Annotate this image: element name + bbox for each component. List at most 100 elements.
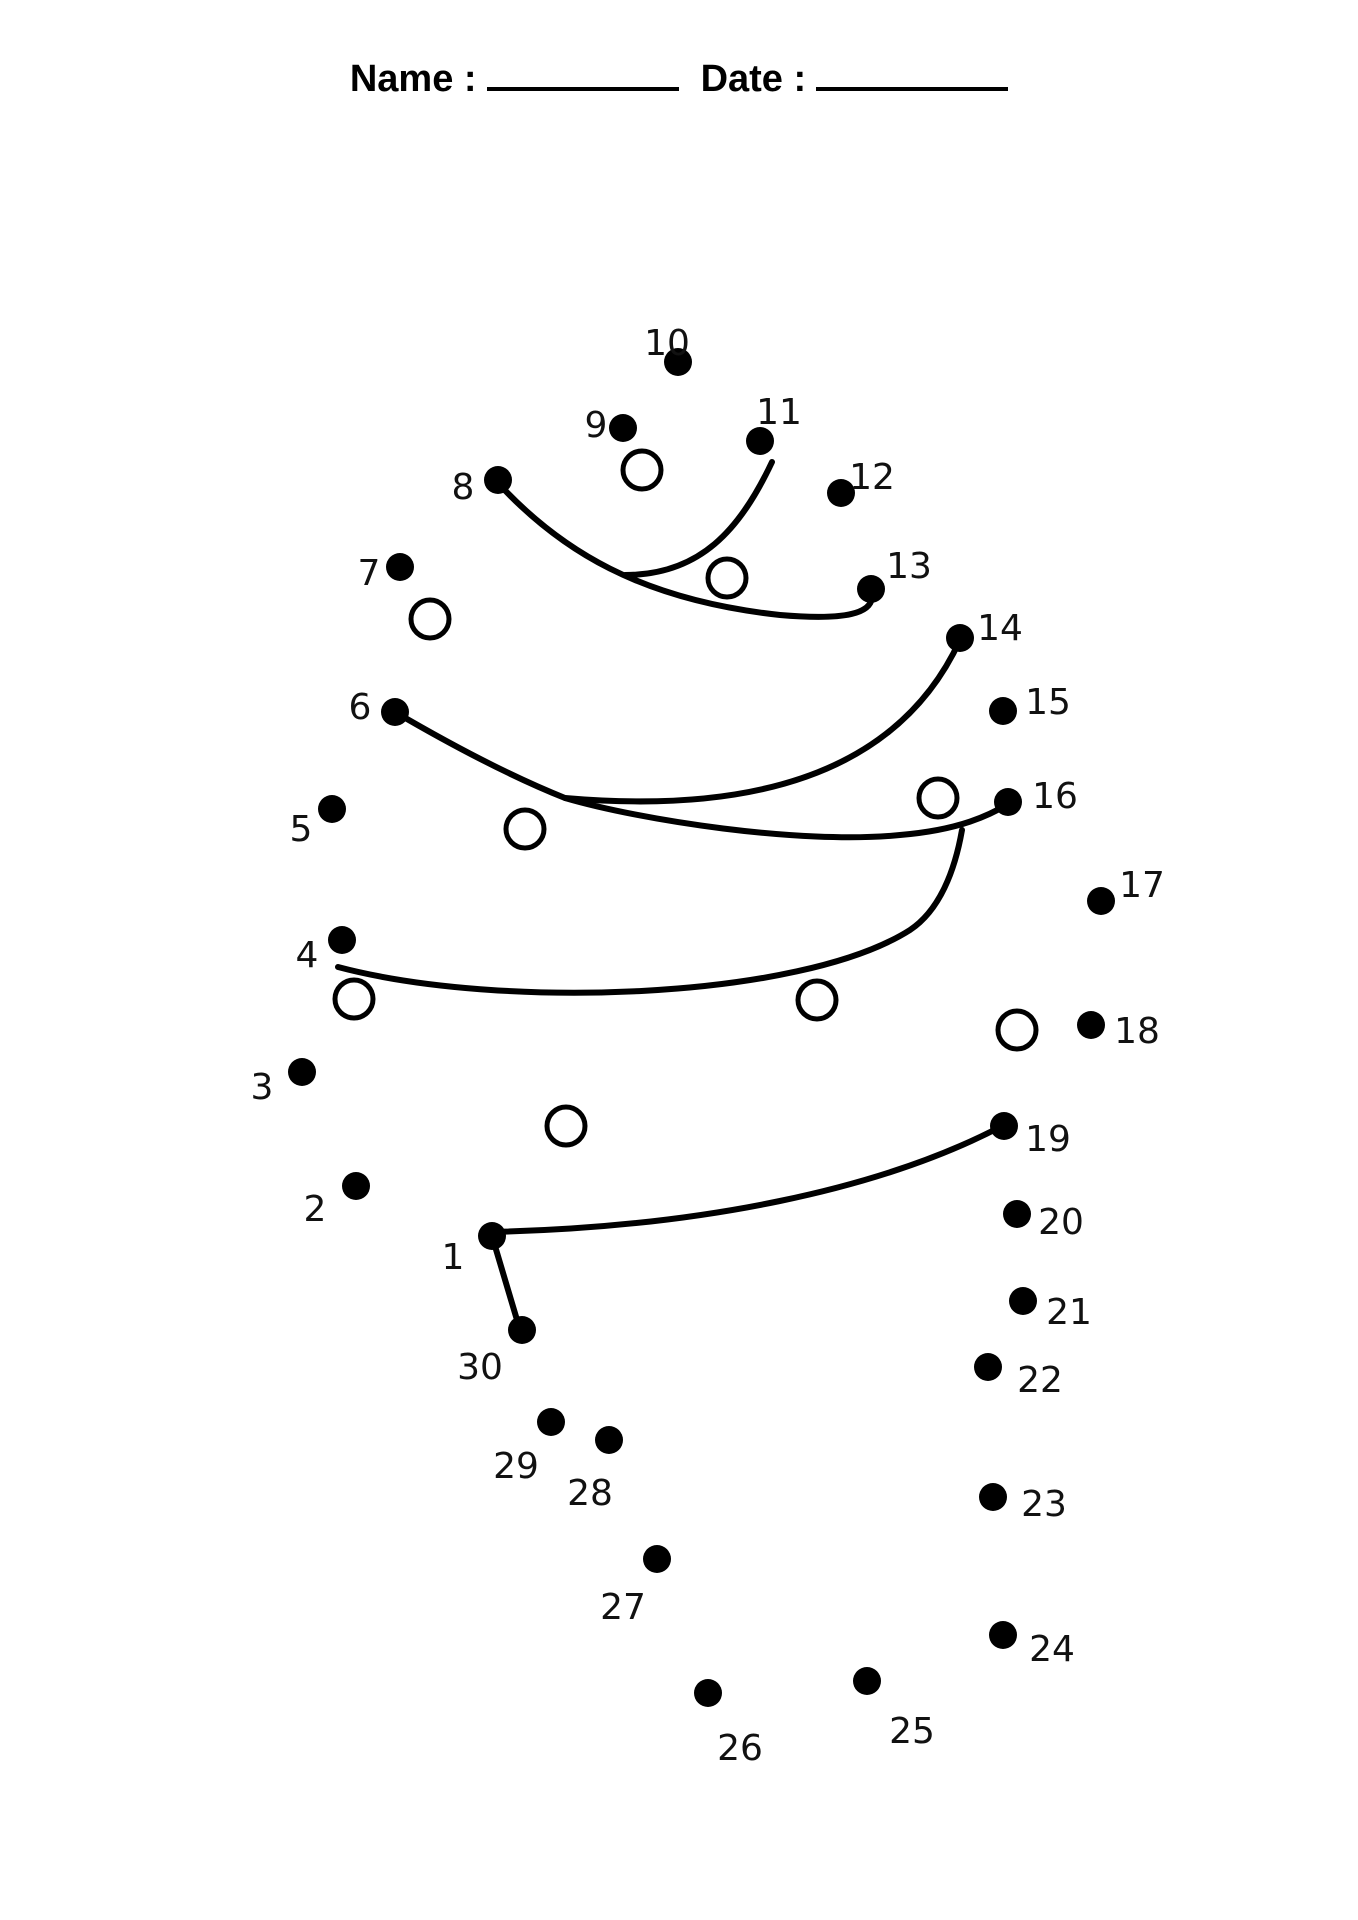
guide-line-middle-2 xyxy=(562,795,1013,841)
numbered-dot: 1 xyxy=(442,1222,506,1278)
dot-number-label: 14 xyxy=(977,608,1023,649)
dot-number-label: 25 xyxy=(889,1711,935,1752)
dot-number-label: 8 xyxy=(452,467,475,508)
numbered-dot: 22 xyxy=(974,1353,1063,1401)
numbered-dot: 6 xyxy=(349,687,409,728)
name-label: Name : xyxy=(349,58,477,100)
dot-number-label: 29 xyxy=(493,1446,539,1487)
numbered-dot: 16 xyxy=(994,776,1078,817)
dot-marker xyxy=(1087,887,1115,915)
dot-marker xyxy=(853,1667,881,1695)
dot-marker xyxy=(827,479,855,507)
name-blank-line[interactable] xyxy=(486,59,679,91)
dot-marker xyxy=(386,553,414,581)
dot-marker xyxy=(537,1408,565,1436)
dot-number-label: 26 xyxy=(717,1728,763,1769)
numbered-dot: 27 xyxy=(600,1545,671,1628)
dot-marker xyxy=(478,1222,506,1250)
ornament-circle xyxy=(408,597,452,641)
ornament-circles xyxy=(332,448,1039,1148)
numbered-dot: 23 xyxy=(979,1483,1067,1525)
dot-marker xyxy=(643,1545,671,1573)
ornament-circle xyxy=(916,776,960,820)
numbered-dot: 5 xyxy=(290,795,346,850)
ornament-circle xyxy=(705,556,749,600)
dot-number-label: 27 xyxy=(600,1587,646,1628)
numbered-dot: 28 xyxy=(567,1426,623,1514)
dot-number-label: 12 xyxy=(849,457,895,498)
dot-marker xyxy=(694,1679,722,1707)
numbered-dot: 2 xyxy=(304,1172,370,1230)
dot-number-label: 2 xyxy=(304,1189,327,1230)
dot-marker xyxy=(318,795,346,823)
dot-marker xyxy=(946,624,974,652)
numbered-dot: 29 xyxy=(493,1408,565,1487)
dot-marker xyxy=(989,697,1017,725)
numbered-dot: 19 xyxy=(990,1112,1071,1160)
dot-marker xyxy=(994,788,1022,816)
numbered-dot: 26 xyxy=(694,1679,763,1769)
dot-number-label: 22 xyxy=(1017,1360,1063,1401)
dot-number-label: 4 xyxy=(296,935,319,976)
dot-number-label: 16 xyxy=(1032,776,1078,817)
numbered-dot: 8 xyxy=(452,466,512,508)
dot-marker xyxy=(328,926,356,954)
worksheet-header: Name : Date : xyxy=(0,58,1358,101)
dot-marker xyxy=(342,1172,370,1200)
numbered-dot: 11 xyxy=(746,392,802,455)
dot-number-label: 17 xyxy=(1119,865,1165,906)
guide-line-base xyxy=(489,1123,1005,1235)
dot-number-label: 18 xyxy=(1114,1011,1160,1052)
dot-marker xyxy=(508,1316,536,1344)
dot-number-label: 11 xyxy=(756,392,802,433)
dot-marker xyxy=(990,1112,1018,1140)
dot-number-label: 9 xyxy=(585,405,608,446)
numbered-dot: 14 xyxy=(946,608,1023,652)
dot-number-label: 15 xyxy=(1025,682,1071,723)
numbered-dot: 25 xyxy=(853,1667,935,1752)
dot-marker xyxy=(609,414,637,442)
dot-marker xyxy=(1077,1011,1105,1039)
numbered-dot: 12 xyxy=(827,457,895,507)
dot-marker xyxy=(974,1353,1002,1381)
dot-marker xyxy=(1003,1200,1031,1228)
ornament-circle xyxy=(544,1104,588,1148)
dot-marker xyxy=(664,348,692,376)
numbered-dot: 21 xyxy=(1009,1287,1092,1333)
ornament-circle xyxy=(332,977,376,1021)
dot-marker xyxy=(1009,1287,1037,1315)
ornament-circle xyxy=(503,807,547,851)
dot-marker xyxy=(857,575,885,603)
ornament-circle xyxy=(995,1008,1039,1052)
numbered-dot: 7 xyxy=(358,553,414,594)
numbered-dot: 10 xyxy=(644,323,692,376)
dot-number-label: 20 xyxy=(1038,1202,1084,1243)
numbered-dot: 20 xyxy=(1003,1200,1084,1243)
numbered-dots: 1234567891011121314151617181920212223242… xyxy=(251,323,1165,1769)
ornament-circle xyxy=(620,448,664,492)
guide-line-top-left xyxy=(495,480,875,620)
dot-number-label: 13 xyxy=(886,546,932,587)
date-label: Date : xyxy=(700,58,807,100)
dot-number-label: 1 xyxy=(442,1237,465,1278)
ornament-circle xyxy=(795,978,839,1022)
guide-line-trunk xyxy=(489,1233,523,1333)
guide-line-middle-1 xyxy=(392,637,963,805)
dot-marker xyxy=(484,466,512,494)
numbered-dot: 4 xyxy=(296,926,356,976)
date-blank-line[interactable] xyxy=(816,59,1009,91)
dot-number-label: 30 xyxy=(457,1347,503,1388)
dot-number-label: 3 xyxy=(251,1067,274,1108)
guide-line-lower xyxy=(335,827,965,996)
dot-number-label: 19 xyxy=(1025,1119,1071,1160)
numbered-dot: 15 xyxy=(989,682,1071,725)
dot-number-label: 5 xyxy=(290,809,313,850)
numbered-dot: 24 xyxy=(989,1621,1075,1670)
dot-marker xyxy=(979,1483,1007,1511)
numbered-dot: 13 xyxy=(857,546,932,603)
dot-number-label: 7 xyxy=(358,553,381,594)
dot-marker xyxy=(595,1426,623,1454)
dot-number-label: 23 xyxy=(1021,1484,1067,1525)
tree-guide-lines xyxy=(335,459,1013,1333)
